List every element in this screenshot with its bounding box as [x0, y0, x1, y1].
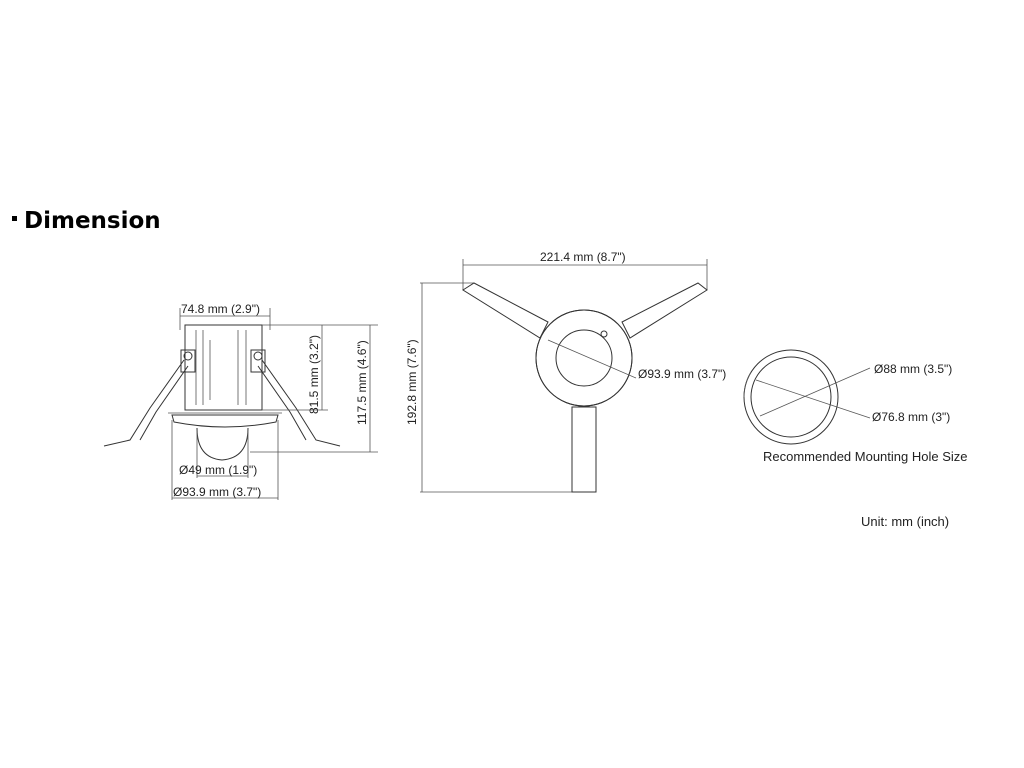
side-total-height-label: 117.5 mm (4.6") — [355, 340, 369, 425]
side-dome-diameter-label: Ø49 mm (1.9") — [179, 463, 257, 477]
side-top-width-label: 74.8 mm (2.9") — [181, 302, 260, 316]
bullet-icon — [12, 216, 17, 221]
unit-note: Unit: mm (inch) — [861, 514, 949, 529]
side-view-drawing: 74.8 mm (2.9") — [103, 302, 378, 500]
section-title: Dimension — [24, 208, 161, 234]
side-body-height-label: 81.5 mm (3.2") — [307, 335, 321, 414]
top-span-height-label: 192.8 mm (7.6") — [405, 339, 419, 425]
mounting-hole-drawing: Ø88 mm (3.5") Ø76.8 mm (3") Recommended … — [743, 349, 968, 464]
mounting-hole-caption: Recommended Mounting Hole Size — [763, 449, 968, 464]
hole-outer-diameter-label: Ø88 mm (3.5") — [874, 362, 952, 376]
side-flange-diameter-label: Ø93.9 mm (3.7") — [173, 485, 261, 499]
section-heading: Dimension — [12, 208, 161, 234]
top-span-width-label: 221.4 mm (8.7") — [540, 250, 626, 264]
hole-inner-diameter-label: Ø76.8 mm (3") — [872, 410, 950, 424]
top-view-drawing: 221.4 mm (8.7") 192.8 mm (7.6") Ø93.9 mm… — [405, 250, 726, 493]
top-ring-diameter-label: Ø93.9 mm (3.7") — [638, 367, 726, 381]
